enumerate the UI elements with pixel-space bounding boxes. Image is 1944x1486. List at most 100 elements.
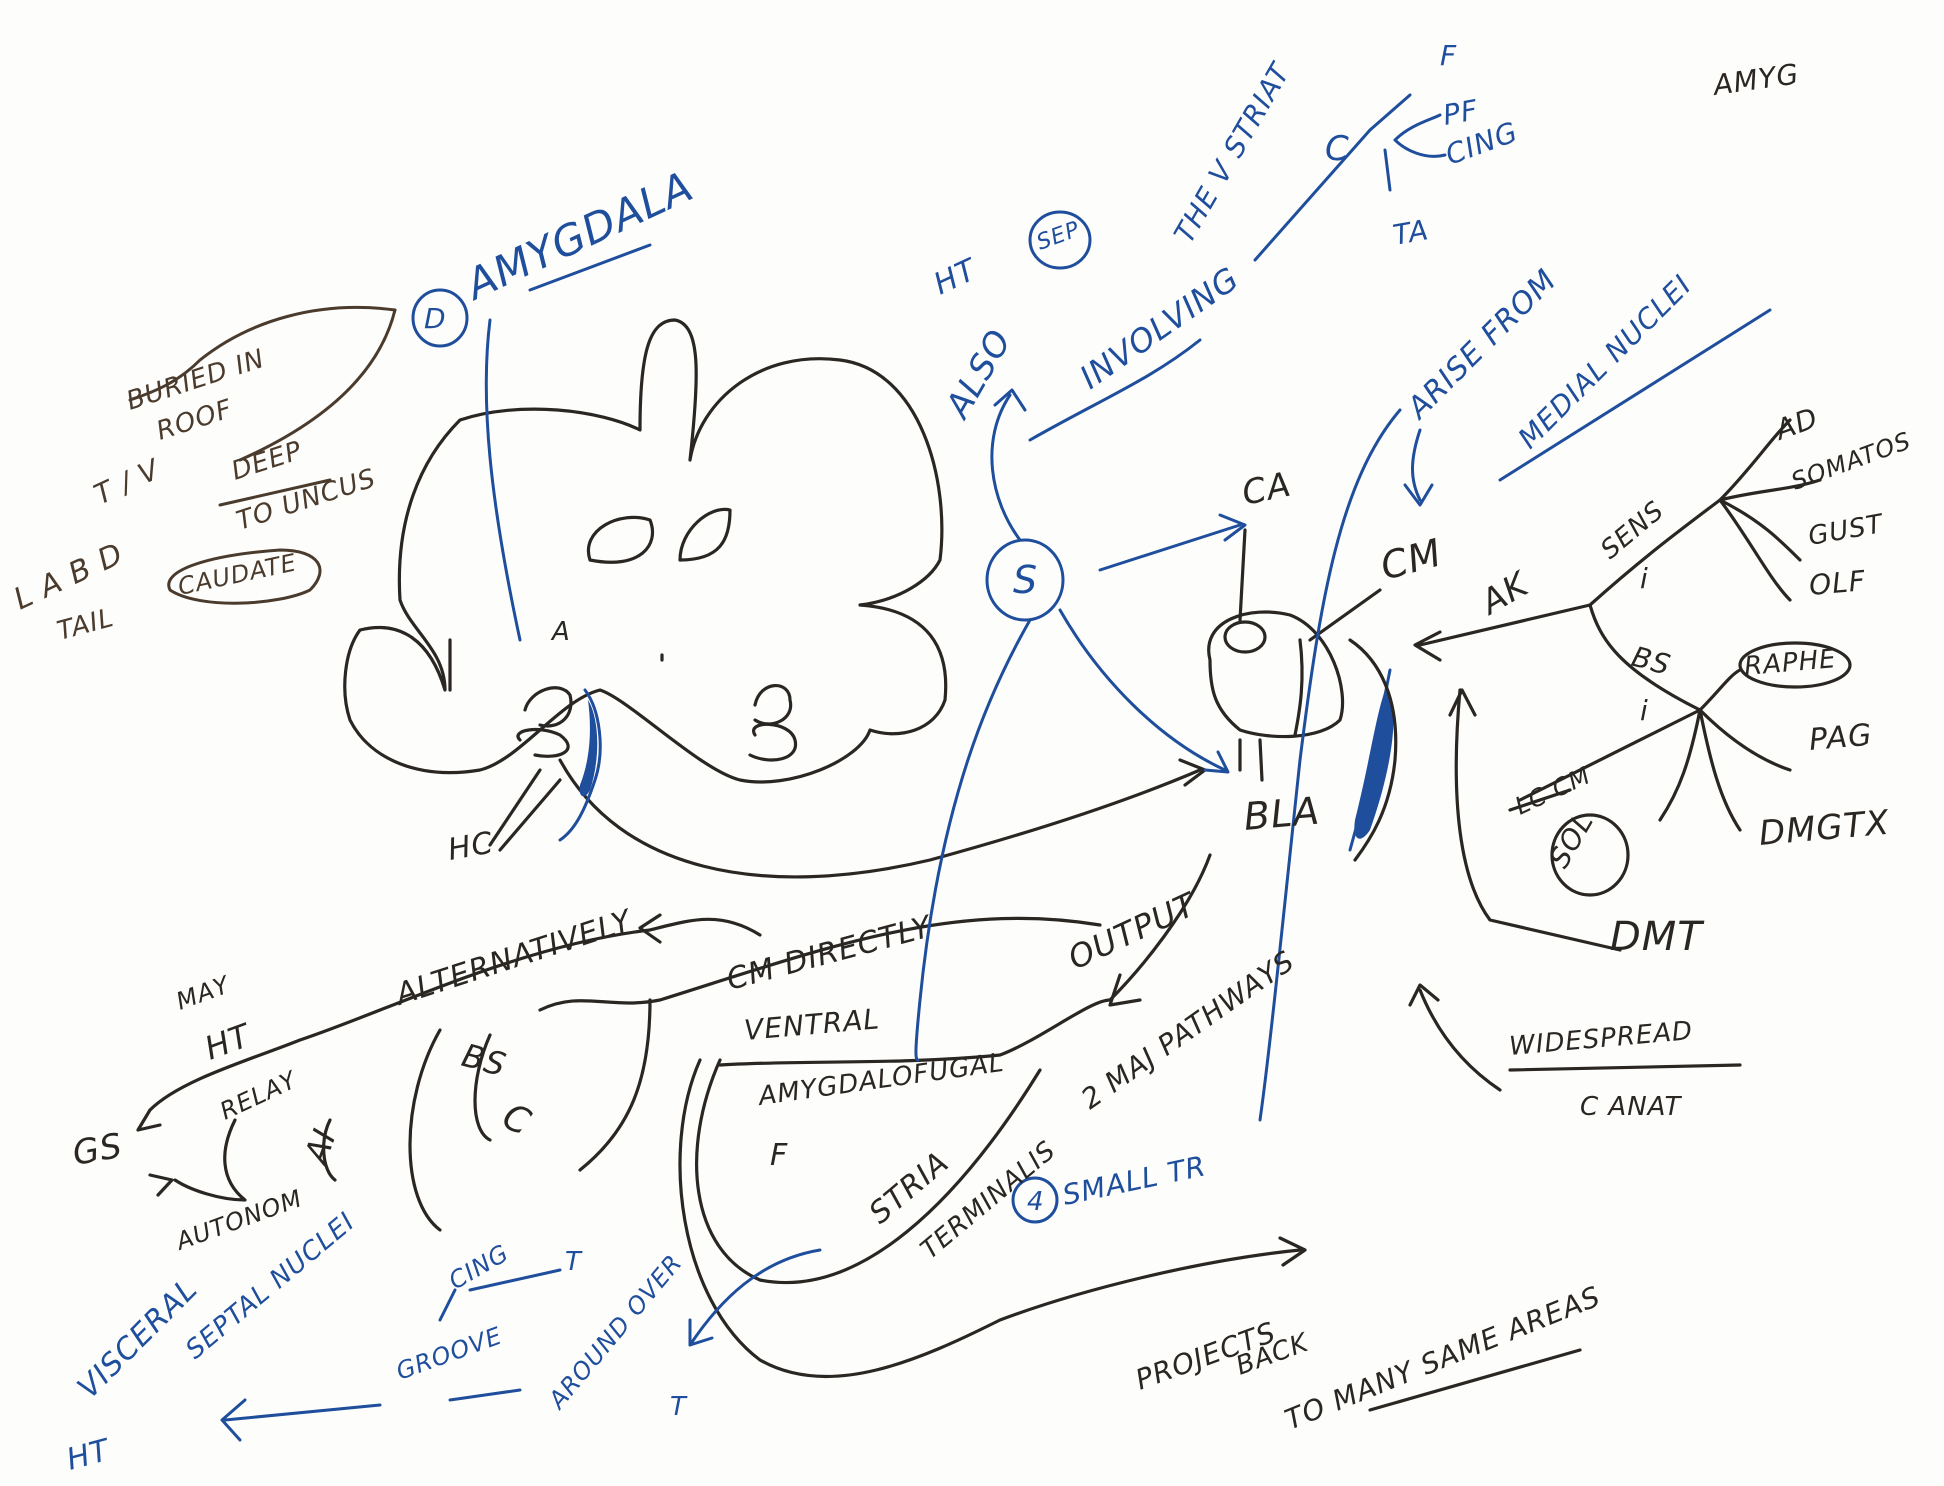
label-dmgtx: DMGTX [1757,803,1891,854]
label-sep: SEP [1034,217,1084,256]
label-lc-cm: LC CM [1511,761,1596,820]
label-hc: HC [445,826,496,868]
label-arise-from: ARISE FROM [1399,263,1563,427]
label-ad: AD [1769,401,1822,447]
label-amyg-corner: AMYG [1709,57,1801,102]
widespread-curve [1420,990,1500,1090]
c-to-f [1370,95,1410,130]
label-widespread: WIDESPREAD [1508,1016,1694,1062]
bla-arc [560,760,1200,877]
label-t3: T [670,1392,688,1422]
tree-raphe [1700,670,1740,710]
c-branch-cing [1395,140,1445,156]
label-amygdala-number: D [424,302,447,335]
blue-stripe-fill [1354,690,1393,839]
cing-slash [440,1290,455,1320]
ca-stem [1240,530,1245,620]
label-small-tr: SMALL TR [1060,1149,1209,1212]
s-to-ca [1100,515,1245,570]
label-alternatively: ALTERNATIVELY [390,903,638,1013]
ventricle-right [680,509,730,560]
widespread-underline [1510,1065,1740,1070]
label-gust: GUST [1806,509,1887,552]
brain-section [345,320,1205,877]
label-ht: HT [929,252,984,303]
tree-olf [1720,500,1790,600]
label-bs: BS [1628,640,1674,682]
label-c-anat: C ANAT [1580,1092,1683,1122]
c-branch-pf [1395,115,1440,140]
label-may: MAY [172,970,234,1016]
label-relay: RELAY [216,1065,303,1125]
label-c2: C [496,1096,537,1144]
label-cm: CM [1376,530,1447,588]
relay-curl [175,1120,245,1200]
label-around-over: AROUND OVER [542,1249,688,1415]
label-stria: STRIA [863,1145,956,1231]
mid-bracket [580,1000,650,1170]
arise-arrow [1405,430,1432,505]
label-ca: CA [1239,464,1295,513]
amygdala-down-line [486,320,520,640]
hc-lines [490,770,560,850]
label-cm-directly: CM DIRECTLY [723,909,937,998]
relay-arrow-head [150,1175,172,1195]
label-t2: T [565,1247,583,1277]
label-deep: DEEP [228,436,306,487]
dmt-curve [1456,690,1620,950]
label-four: 4 [1027,1187,1045,1217]
label-amygdala-title: AMYGDALA [456,161,701,310]
label-ht3: HT [63,1432,115,1477]
buried-to-deep [240,310,395,460]
text-labels: AMYG D AMYGDALA BURIED IN ROOF DEEP TO U… [9,39,1915,1478]
label-groove: GROOVE [392,1321,506,1385]
c-branch-ta [1385,150,1390,190]
tree-gust [1720,500,1800,560]
tree-pag [1700,710,1790,770]
label-c-loop: C [1325,129,1350,169]
label-two-major-pathways: 2 MAJ PATHWAYS [1075,944,1301,1116]
gs-arrow-head [138,1110,160,1130]
s-down-line [916,620,1030,1060]
dmt-arrow-head [1450,690,1475,715]
label-amygdalofugal: AMYGDALOFUGAL [755,1048,1006,1112]
label-caudate: CAUDATE [175,548,299,600]
ht-arrow [222,1400,380,1440]
label-f2: F [770,1138,788,1173]
amygdala-left [525,688,571,726]
label-the-v-striat: THE V STRIAT [1167,57,1297,249]
label-pf: PF [1440,93,1480,132]
label-dmt: DMT [1610,914,1705,960]
label-pag: PAG [1808,718,1874,758]
label-also: ALSO [937,323,1020,427]
bla-down-lines [1240,740,1262,780]
label-gs: GS [70,1126,126,1174]
label-i2: i [1640,694,1649,727]
label-ventral: VENTRAL [743,1002,881,1047]
label-output: OUTPUT [1062,885,1203,978]
label-a: A [550,617,571,647]
label-i1: i [1640,562,1649,595]
alternatively-line [150,919,760,1110]
label-tail: TAIL [54,603,117,647]
ca-circle [1225,622,1265,652]
label-ai: AI [296,1123,344,1169]
label-lateral: L A B D [9,536,129,617]
label-olf: OLF [1808,564,1867,602]
output-arrow-head [1110,975,1140,1005]
also-arrow [992,390,1025,540]
cm-inner-line [1295,640,1302,735]
c-line [1255,130,1370,260]
label-bs2: BS [458,1036,511,1084]
label-involving: INVOLVING [1073,259,1246,396]
label-t-v: T / V [89,452,166,511]
s-to-bla [1060,610,1228,772]
amygdala-right [750,686,796,760]
label-ak: AK [1473,564,1537,624]
label-s-circle: S [1013,558,1038,602]
label-bla: BLA [1242,788,1322,838]
around-dash [450,1390,520,1400]
label-f: F [1440,39,1457,72]
